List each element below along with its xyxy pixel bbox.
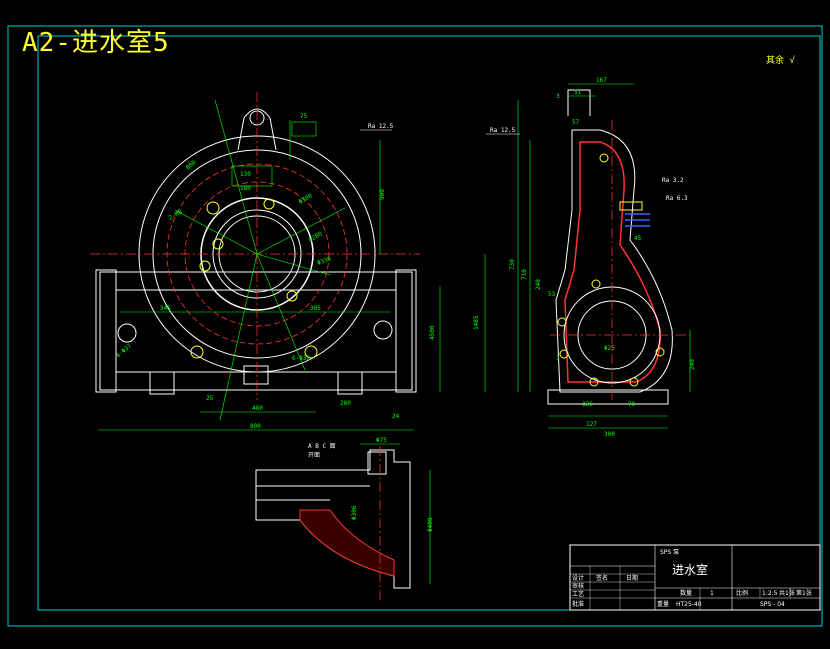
tb-sign: 签名: [596, 574, 608, 582]
dim-side-base: 320: [582, 401, 593, 408]
dim-front-bolts: 6-Φ32: [292, 355, 310, 362]
dim-front-width: 800: [250, 423, 261, 430]
tb-date: 日期: [626, 574, 638, 582]
side-roughness-label: Ra 12.5: [490, 127, 516, 134]
tb-sheet-no: 第1张: [796, 589, 812, 597]
tb-part-name: 进水室: [672, 562, 708, 577]
outer-frame: [7, 25, 823, 627]
dim-side-top: 51: [574, 89, 582, 96]
dim-front-height: 1485: [473, 315, 480, 330]
dim-side-height2: 710: [521, 269, 528, 280]
tb-sheet: 共1张: [779, 589, 795, 597]
dim-side-base2: 127: [586, 421, 597, 428]
tb-scale-label: 比例: [736, 589, 748, 597]
dim-side-offset: 53: [548, 291, 556, 298]
side-roughness-63: Ra 6.3: [666, 195, 688, 202]
dim-front-edge: 24: [392, 413, 400, 420]
tb-approve: 批准: [572, 600, 584, 608]
dim-front-hub: 130: [240, 171, 251, 178]
dim-side-dia: Φ25: [604, 345, 615, 352]
dim-side-mid: 240: [535, 279, 542, 290]
dim-front-dia1: Φ280: [308, 230, 324, 243]
dim-side-small: 3: [556, 355, 560, 362]
tb-material: HT25-40: [676, 601, 702, 608]
side-roughness-32: Ra 3.2: [662, 177, 684, 184]
dim-side-total: 300: [604, 431, 615, 438]
tb-qty-label: 数量: [680, 589, 692, 597]
side-view: Ra 12.5 Ra 3.2 Ra 6.3 167 51 3 57 730 71…: [486, 77, 696, 438]
front-view: Ra 12.5 800 480 345 385 75 130 180 1485 …: [90, 92, 486, 431]
tb-design: 设计: [572, 574, 584, 582]
tb-process: 工艺: [572, 590, 584, 598]
dim-front-vert: 900: [379, 189, 386, 200]
dim-side-lug: 57: [572, 119, 580, 126]
dim-section-inner: Φ306: [351, 505, 358, 520]
dim-front-top: 75: [300, 113, 308, 120]
dim-front-left: 345: [160, 305, 171, 312]
dim-front-inner: 480: [252, 405, 263, 412]
section-sublabel: 开面: [308, 452, 320, 459]
dim-front-right: 385: [310, 305, 321, 312]
tb-weight-label: 重量: [657, 600, 669, 608]
tb-company: SPS 泵: [660, 549, 679, 556]
roughness-check-icon: √: [789, 56, 795, 66]
dim-front-dia3: Φ336: [316, 255, 332, 267]
title-block: SPS 泵 进水室 HT25-40 SPS - 04 比例 1:2.5 共1张 …: [569, 544, 821, 611]
surface-note-text: 其余: [766, 56, 785, 66]
dim-front-foot: 280: [340, 400, 351, 407]
dim-front-thread: 2-M8: [168, 208, 184, 221]
tb-scale: 1:2.5: [762, 590, 778, 597]
dim-front-holes: 4-Φ37: [115, 342, 134, 359]
dim-section-bore: Φ75: [376, 437, 387, 444]
dim-side-right: 70: [628, 401, 636, 408]
section-label: A B C 面: [308, 443, 336, 450]
drawing-title: A2-进水室5: [22, 28, 170, 58]
dim-side-gap: 3: [556, 93, 560, 100]
tb-drawing-no: SPS - 04: [760, 601, 785, 608]
inner-frame: [37, 35, 821, 611]
dim-front-flange: 4500: [429, 325, 436, 340]
dim-side-height: 730: [509, 259, 516, 270]
surface-finish-note: 其余 √: [766, 53, 795, 66]
tb-qty: 1: [710, 590, 714, 597]
dim-front-hub2: 180: [240, 185, 251, 192]
dim-front-hole: 25: [206, 395, 214, 402]
dim-side-slot: 45: [634, 235, 642, 242]
section-view: Φ75 Φ306 Φ400 A B C 面 开面: [255, 437, 434, 600]
dim-side-flange: 240: [689, 359, 696, 370]
dim-section-outer: Φ400: [427, 517, 434, 532]
dim-side-width: 167: [596, 77, 607, 84]
tb-check: 审核: [572, 582, 584, 590]
dim-front-dia2: Φ300: [298, 192, 314, 205]
front-roughness-label: Ra 12.5: [368, 123, 394, 130]
